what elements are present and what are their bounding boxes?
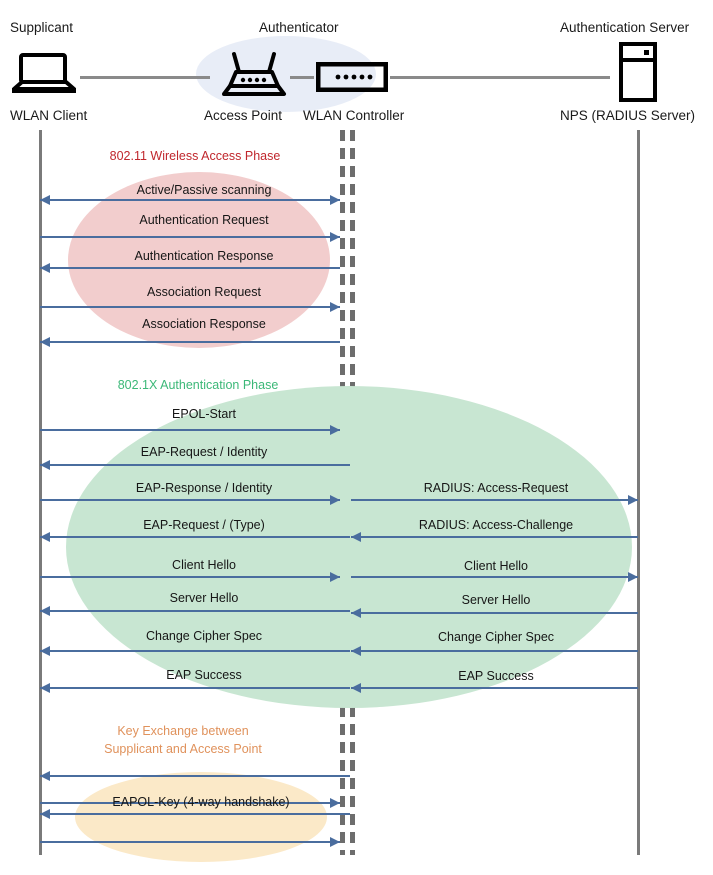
laptop-icon bbox=[12, 53, 76, 102]
arrowhead-left bbox=[40, 460, 50, 470]
message-line bbox=[351, 612, 638, 614]
actor-role-supplicant: Supplicant bbox=[10, 20, 74, 35]
phase-key-exchange-label-line1: Key Exchange between bbox=[117, 724, 249, 738]
phase-8021x-ellipse bbox=[66, 386, 632, 708]
authenticator-highlight-ellipse bbox=[196, 36, 376, 112]
message-line bbox=[40, 499, 340, 501]
message-line bbox=[351, 536, 638, 538]
arrowhead-right bbox=[330, 837, 340, 847]
message-label: EAP Success bbox=[458, 669, 534, 683]
message-line bbox=[40, 650, 350, 652]
actor-role-authenticator: Authenticator bbox=[259, 20, 339, 35]
message-label: Change Cipher Spec bbox=[145, 629, 263, 643]
message-line bbox=[40, 199, 340, 201]
message-label: Change Cipher Spec bbox=[437, 630, 555, 644]
arrowhead-right bbox=[330, 425, 340, 435]
message-line bbox=[40, 687, 350, 689]
actor-name-access-point: Access Point bbox=[204, 108, 283, 123]
arrowhead-right bbox=[330, 798, 340, 808]
message-line bbox=[40, 464, 350, 466]
message-label: RADIUS: Access-Request bbox=[423, 481, 569, 495]
lifeline-authentication-server bbox=[637, 130, 640, 855]
message-line bbox=[351, 687, 638, 689]
message-label: Server Hello bbox=[169, 591, 239, 605]
phase-key-exchange-label-line2: Supplicant and Access Point bbox=[104, 742, 262, 756]
message-label: EAP-Request / Identity bbox=[140, 445, 268, 459]
arrowhead-left bbox=[40, 646, 50, 656]
arrowhead-right bbox=[330, 302, 340, 312]
arrowhead-left bbox=[351, 683, 361, 693]
arrowhead-left bbox=[40, 337, 50, 347]
phase-8021x-label: 802.1X Authentication Phase bbox=[117, 378, 279, 392]
arrowhead-left bbox=[40, 606, 50, 616]
message-line bbox=[40, 306, 340, 308]
arrowhead-left bbox=[40, 809, 50, 819]
wire-controller-to-nps bbox=[390, 76, 610, 79]
message-line bbox=[40, 610, 350, 612]
message-label: Client Hello bbox=[464, 559, 528, 573]
wire-client-to-ap bbox=[80, 76, 210, 79]
message-line bbox=[40, 536, 350, 538]
phase-80211-ellipse bbox=[68, 172, 330, 348]
actor-role-authentication-server: Authentication Server bbox=[560, 20, 690, 35]
message-line bbox=[40, 813, 350, 815]
message-line bbox=[351, 576, 638, 578]
actor-name-wlan-client: WLAN Client bbox=[10, 108, 88, 123]
message-line bbox=[40, 576, 340, 578]
message-label: Association Response bbox=[142, 317, 266, 331]
message-label: EPOL-Start bbox=[172, 407, 236, 421]
arrowhead-left bbox=[40, 263, 50, 273]
message-label: RADIUS: Access-Challenge bbox=[418, 518, 574, 532]
message-line bbox=[351, 499, 638, 501]
arrowhead-left bbox=[351, 532, 361, 542]
message-label: Server Hello bbox=[461, 593, 531, 607]
phase-key-exchange-ellipse bbox=[75, 772, 327, 862]
actor-name-nps-radius-server: NPS (RADIUS Server) bbox=[560, 108, 696, 123]
arrowhead-left bbox=[40, 683, 50, 693]
arrowhead-right bbox=[330, 495, 340, 505]
arrowhead-left bbox=[40, 532, 50, 542]
message-line bbox=[40, 341, 340, 343]
arrowhead-right bbox=[330, 232, 340, 242]
message-label: EAP-Response / Identity bbox=[135, 481, 273, 495]
access-point-icon bbox=[216, 50, 292, 103]
arrowhead-left bbox=[40, 195, 50, 205]
message-label: EAPOL-Key (4-way handshake) bbox=[112, 795, 290, 809]
message-label: Client Hello bbox=[172, 558, 236, 572]
arrowhead-left bbox=[40, 771, 50, 781]
actor-name-wlan-controller: WLAN Controller bbox=[303, 108, 405, 123]
wire-ap-to-controller bbox=[290, 76, 314, 79]
arrowhead-right bbox=[330, 572, 340, 582]
message-line bbox=[40, 429, 340, 431]
message-label: Association Request bbox=[147, 285, 261, 299]
message-label: EAP Success bbox=[166, 668, 242, 682]
lifeline-supplicant bbox=[39, 130, 42, 855]
message-line bbox=[40, 775, 350, 777]
arrowhead-right bbox=[628, 495, 638, 505]
arrowhead-right bbox=[330, 195, 340, 205]
wlan-controller-icon bbox=[315, 61, 389, 97]
message-line bbox=[40, 236, 340, 238]
arrowhead-left bbox=[351, 646, 361, 656]
message-line bbox=[351, 650, 638, 652]
message-line bbox=[40, 841, 340, 843]
phase-80211-label: 802.11 Wireless Access Phase bbox=[109, 149, 281, 163]
message-label: Active/Passive scanning bbox=[136, 183, 272, 197]
message-label: Authentication Response bbox=[134, 249, 274, 263]
arrowhead-left bbox=[351, 608, 361, 618]
server-icon bbox=[618, 42, 658, 107]
message-label: EAP-Request / (Type) bbox=[143, 518, 265, 532]
arrowhead-right bbox=[628, 572, 638, 582]
message-line bbox=[40, 802, 340, 804]
message-line bbox=[40, 267, 340, 269]
message-label: Authentication Request bbox=[139, 213, 269, 227]
